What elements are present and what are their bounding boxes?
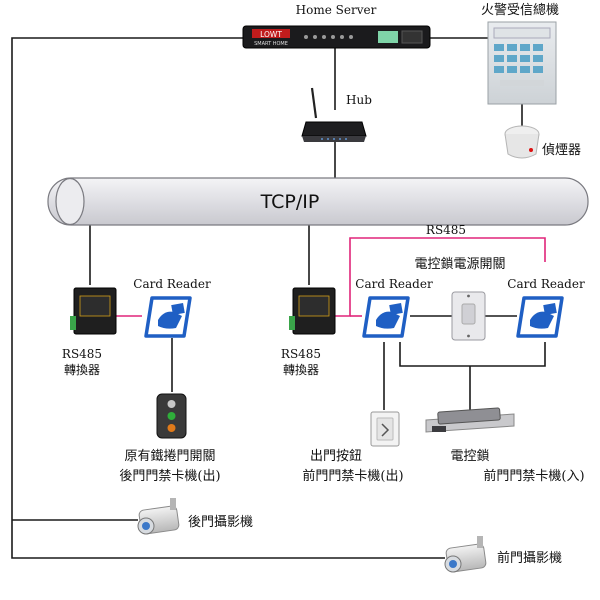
shutter-btn-bottom <box>167 424 176 432</box>
hub: Hub <box>301 87 372 142</box>
card-reader-icon <box>144 296 192 338</box>
server-sub: SMART HOME <box>254 41 288 47</box>
fire-panel-strip <box>500 80 544 86</box>
server-logo <box>252 29 290 38</box>
smoke-detector-label: 偵煙器 <box>542 143 581 158</box>
exit-arrow-icon <box>381 423 390 437</box>
card-reader-left: Card Reader <box>133 277 211 338</box>
back-camera-lens <box>142 522 150 530</box>
lock-body <box>437 407 501 425</box>
exit-push <box>376 417 394 441</box>
wire-readers-lock <box>399 342 546 367</box>
shutter-switch: 原有鐵捲門開關 後門門禁卡機(出) <box>119 393 221 484</box>
electric-lock: 電控鎖 前門門禁卡機(入) <box>425 407 585 484</box>
front-camera-mount <box>477 536 483 548</box>
wire-server-front-camera <box>11 37 445 559</box>
card-reader-icon <box>516 296 564 338</box>
bus-pipe <box>47 177 589 226</box>
front-camera-lens <box>449 560 457 568</box>
fire-alarm-panel: 火警受信總機 <box>481 2 559 105</box>
server-brand: LOWT <box>260 30 282 39</box>
front-door-reader-in-label: 前門門禁卡機(入) <box>483 468 584 484</box>
back-door-reader-label: 後門門禁卡機(出) <box>119 469 220 484</box>
shutter-switch-label: 原有鐵捲門開關 <box>124 448 215 464</box>
hub-antenna <box>310 87 318 119</box>
card-reader-right-label: Card Reader <box>507 277 585 291</box>
card-reader-mid-label: Card Reader <box>355 277 433 291</box>
home-server-label: Home Server <box>296 3 377 17</box>
hub-label: Hub <box>346 93 372 107</box>
hub-leds <box>321 138 347 140</box>
lock-tab <box>432 426 446 432</box>
converter-left-label <box>79 295 111 317</box>
home-server: LOWT SMART HOME Home Server <box>242 3 431 49</box>
converter-mid-label-1: RS485 <box>281 347 321 361</box>
front-door-camera: 前門攝影機 <box>444 536 562 573</box>
front-door-camera-label: 前門攝影機 <box>497 550 562 566</box>
bus-pipe-end <box>55 177 85 226</box>
converter-left-terminal <box>70 316 76 330</box>
smoke-led <box>529 148 533 152</box>
server-panel <box>401 30 423 44</box>
fire-panel-header <box>493 27 551 39</box>
back-door-camera: 後門攝影機 <box>137 498 253 535</box>
rs485-converter-left: RS485 轉換器 <box>62 287 117 377</box>
card-reader-right: Card Reader <box>507 277 585 338</box>
fire-panel-keys <box>494 44 543 73</box>
rs485-wires <box>116 237 546 317</box>
switch-screw-top <box>467 294 470 298</box>
back-camera-mount <box>170 498 176 510</box>
converter-left-label-2: 轉換器 <box>64 363 100 377</box>
lock-power-switch-label: 電控鎖電源開關 <box>414 256 505 272</box>
front-door-reader-out-label: 前門門禁卡機(出) <box>302 468 403 484</box>
exit-button-device: 出門按鈕 前門門禁卡機(出) <box>302 411 404 484</box>
lock-power-switch <box>451 291 486 341</box>
back-door-camera-label: 後門攝影機 <box>188 514 253 530</box>
card-reader-mid: Card Reader <box>355 277 433 338</box>
converter-mid-terminal <box>289 316 295 330</box>
converter-left-label-1: RS485 <box>62 347 102 361</box>
exit-button-label: 出門按鈕 <box>310 449 362 464</box>
electric-lock-label: 電控鎖 <box>450 448 489 464</box>
server-display <box>378 31 398 43</box>
shutter-btn-top <box>167 400 176 408</box>
rs485-wire-loop <box>335 237 546 317</box>
wires <box>11 37 546 559</box>
converter-mid-label-2: 轉換器 <box>283 363 319 377</box>
switch-toggle <box>461 303 476 325</box>
server-buttons <box>304 35 353 39</box>
tcpip-bus: TCP/IP <box>47 177 589 226</box>
card-reader-left-label: Card Reader <box>133 277 211 291</box>
shutter-btn-mid <box>167 412 176 420</box>
hub-body <box>301 121 367 137</box>
rs485-label: RS485 <box>426 223 466 237</box>
smoke-body <box>504 133 540 159</box>
fire-panel-label: 火警受信總機 <box>481 2 559 18</box>
bus-label: TCP/IP <box>260 191 320 213</box>
smoke-detector: 偵煙器 <box>504 125 581 159</box>
rs485-converter-mid: RS485 轉換器 <box>281 287 336 377</box>
converter-mid-label <box>298 295 330 317</box>
switch-screw-bottom <box>467 334 470 338</box>
card-reader-icon <box>362 296 410 338</box>
